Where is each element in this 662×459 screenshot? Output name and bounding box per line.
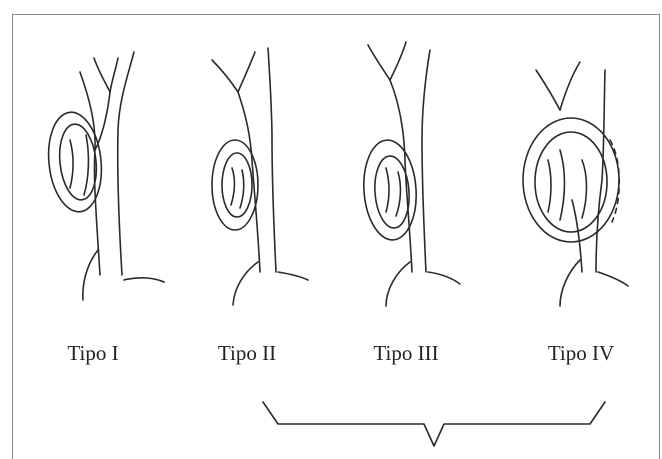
label-type-1: Tipo I [67,341,118,366]
duct-type-4-drawing [523,62,628,306]
label-type-4: Tipo IV [548,341,614,366]
duct-type-2-drawing [212,48,308,305]
label-type-3: Tipo III [373,341,438,366]
duct-type-3-drawing [361,42,460,306]
group-bracket [263,402,605,446]
duct-type-1-drawing [44,52,164,300]
label-type-2: Tipo II [218,341,276,366]
